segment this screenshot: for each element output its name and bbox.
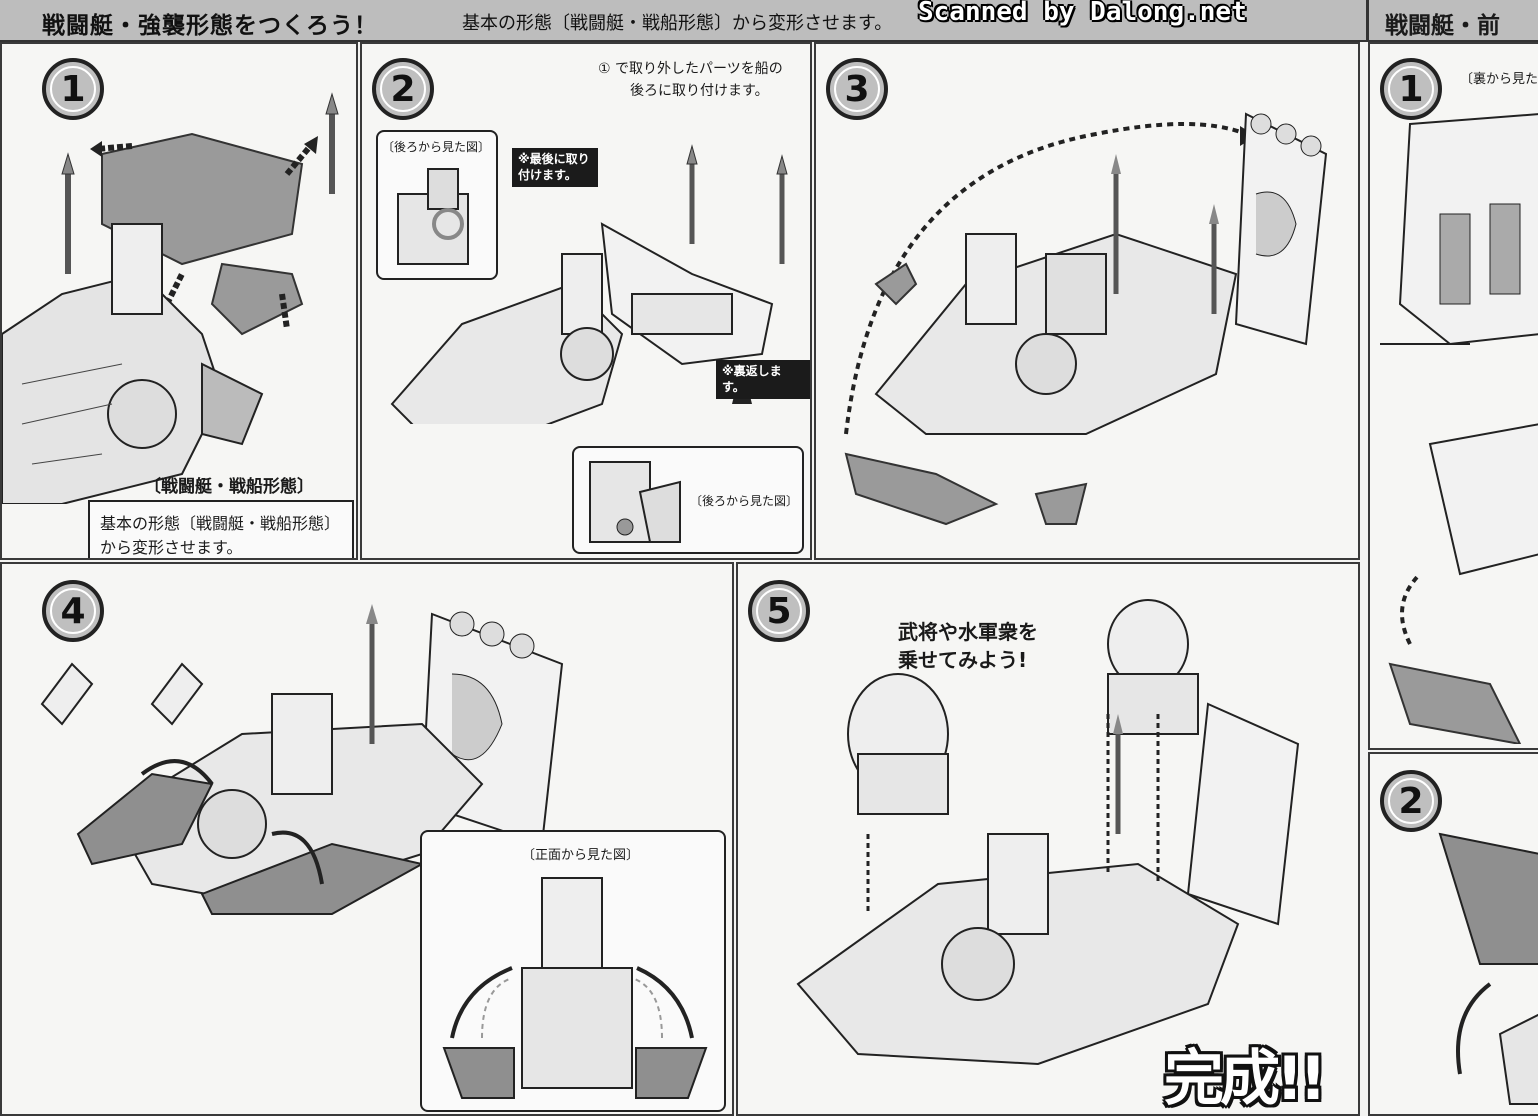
step-1-form-label: 〔戦闘艇・戦船形態〕 [144, 477, 314, 497]
step-2-instruction-line-2: 後ろに取り付けます。 [630, 83, 769, 99]
step-5-illustration [796, 599, 1300, 1066]
step-4-number: 4 [42, 580, 104, 642]
step-2-rear-view-sketch-2 [589, 461, 681, 543]
step-5-number: 5 [748, 580, 810, 642]
step-4-panel: 4 〔正面から見た図〕 [0, 562, 734, 1116]
step-3-illustration [844, 112, 1328, 526]
step-5-ride-line-2: 乗せてみよう! [898, 648, 1028, 672]
next-step-1-label: 〔裏から見た [1460, 72, 1538, 87]
step-2-rear-view-sketch [397, 168, 469, 265]
next-step-1-number: 1 [1380, 58, 1442, 120]
step-2-flip-note: ※裏返します。 [716, 360, 810, 400]
step-5-panel: 5 武将や水軍衆を 乗せてみよう! 完成!! [736, 562, 1360, 1116]
step-1-note-line-1: 基本の形態〔戦闘艇・戦船形態〕 [100, 514, 341, 533]
step-4-front-view-label: 〔正面から見た図〕 [522, 848, 640, 863]
step-4-front-view-sketch [442, 877, 708, 1099]
next-step-2-number: 2 [1380, 770, 1442, 832]
step-2-rear-view-inset: 〔後ろから見た図〕 [376, 130, 498, 280]
header-bar: 戦闘艇・強襲形態をつくろう！ 基本の形態〔戦闘艇・戦船形態〕から変形させます。 … [0, 0, 1538, 42]
step-1-note-box: 基本の形態〔戦闘艇・戦船形態〕 から変形させます。 [88, 500, 354, 558]
next-page-panel-1: 1 〔裏から見た [1368, 42, 1538, 750]
step-2-instruction-line-1: ① で取り外したパーツを船の [598, 61, 783, 77]
step-2-panel: 2 ① で取り外したパーツを船の 後ろに取り付けます。 〔後ろから見た図〕 ※最… [360, 42, 812, 560]
step-2-illustration [390, 144, 788, 424]
step-3-number: 3 [826, 58, 888, 120]
step-3-panel: 3 [814, 42, 1360, 560]
next-page-header: 戦闘艇・前 [1366, 0, 1538, 40]
step-5-ride-line-1: 武将や水軍衆を [898, 620, 1038, 644]
step-2-last-note: ※最後に取り付けます。 [512, 148, 598, 188]
step-1-number: 1 [42, 58, 104, 120]
step-1-panel: 1 〔戦闘艇・戦船形態〕 基本の形態〔戦闘艇・戦船形態〕 から変形させます。 [0, 42, 358, 560]
step-4-front-view-inset: 〔正面から見た図〕 [420, 830, 726, 1112]
next-page-title: 戦闘艇・前 [1385, 13, 1500, 39]
step-2-rear-view-inset-2: 〔後ろから見た図〕 [572, 446, 804, 554]
step-2-rear-view-label-2: 〔後ろから見た図〕 [690, 494, 799, 508]
step-2-number: 2 [372, 58, 434, 120]
step-2-rear-view-label: 〔後ろから見た図〕 [382, 140, 491, 154]
scanner-watermark: Scanned by Dalong.net [918, 0, 1247, 27]
page-title: 戦闘艇・強襲形態をつくろう！ [42, 13, 378, 39]
next-step-1-illustration [1380, 113, 1538, 744]
step-1-note-line-2: から変形させます。 [100, 538, 243, 557]
page-subtitle: 基本の形態〔戦闘艇・戦船形態〕から変形させます。 [462, 13, 893, 34]
step-1-illustration [2, 92, 339, 504]
next-step-2-illustration [1438, 832, 1538, 1105]
step-4-illustration [40, 604, 564, 915]
next-page-panel-2: 2 [1368, 752, 1538, 1116]
complete-banner: 完成!! [1164, 1044, 1327, 1114]
